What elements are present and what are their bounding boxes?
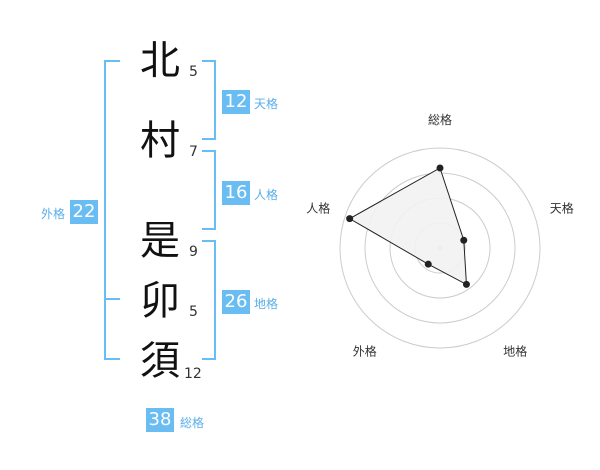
- gaikaku-bracket-middle: [104, 298, 120, 300]
- soukaku-label: 総格: [180, 416, 205, 430]
- soukaku-value: 38: [146, 408, 174, 432]
- radar-point-1: [436, 164, 444, 172]
- radar-point-5: [346, 215, 354, 223]
- jinkaku-bracket-bottom: [202, 228, 216, 230]
- gaikaku-label: 外格: [41, 207, 66, 221]
- gaikaku-bracket-vertical: [104, 60, 106, 360]
- name-char-5: 須: [140, 338, 180, 384]
- gaikaku-bracket-bottom: [104, 358, 120, 360]
- chikaku-bracket-vertical: [214, 240, 216, 360]
- tenkaku-bracket-bottom: [202, 138, 216, 140]
- gaikaku-bracket-top: [104, 60, 120, 62]
- name-char-1: 北: [140, 38, 180, 84]
- radar-point-4: [424, 260, 432, 268]
- tenkaku-bracket-top: [202, 60, 216, 62]
- stroke-count-5: 12: [184, 366, 202, 382]
- radar-area: [348, 167, 468, 286]
- radar-ring-4: [339, 147, 541, 349]
- gaikaku-value: 22: [70, 200, 98, 224]
- stroke-count-3: 9: [189, 244, 198, 260]
- jinkaku-bracket-top: [202, 150, 216, 152]
- radar-axis-label-3: 地格: [503, 344, 527, 359]
- radar-axis-label-2: 天格: [550, 200, 574, 215]
- chikaku-value: 26: [222, 290, 250, 314]
- name-char-2: 村: [140, 118, 180, 164]
- stroke-count-2: 7: [189, 144, 198, 160]
- name-char-4: 卯: [140, 278, 180, 324]
- name-char-3: 是: [140, 218, 180, 264]
- radar-axis-label-4: 外格: [353, 344, 377, 359]
- radar-axis-label-5: 人格: [306, 200, 330, 215]
- chikaku-bracket-top: [202, 240, 216, 242]
- chikaku-label: 地格: [254, 297, 279, 311]
- jinkaku-value: 16: [222, 181, 250, 205]
- tenkaku-value: 12: [222, 90, 250, 114]
- radar-points: [346, 164, 470, 288]
- jinkaku-bracket-vertical: [214, 150, 216, 230]
- tenkaku-bracket-vertical: [214, 60, 216, 140]
- radar-point-2: [460, 236, 468, 244]
- radar-point-3: [462, 280, 470, 288]
- stroke-count-1: 5: [189, 64, 198, 80]
- stroke-count-4: 5: [189, 304, 198, 320]
- chikaku-bracket-bottom: [202, 358, 216, 360]
- radar-axis-label-1: 総格: [428, 112, 452, 127]
- tenkaku-label: 天格: [254, 97, 279, 111]
- jinkaku-label: 人格: [254, 188, 279, 202]
